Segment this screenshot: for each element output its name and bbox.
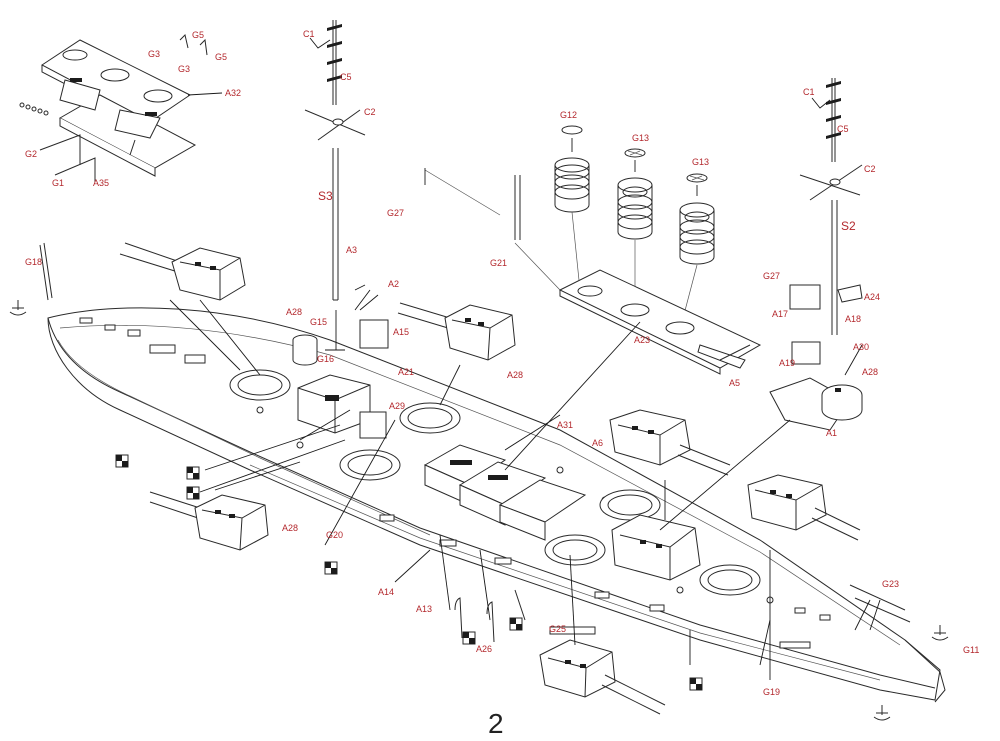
label-a23: A23 — [634, 335, 650, 345]
flag-symbols — [115, 454, 703, 691]
label-g13: G13 — [632, 133, 649, 143]
label-a32: A32 — [225, 88, 241, 98]
label-g12: G12 — [560, 110, 577, 120]
label-a28: A28 — [282, 523, 298, 533]
label-c1: C1 — [303, 29, 315, 39]
label-a2: A2 — [388, 279, 399, 289]
label-a5: A5 — [729, 378, 740, 388]
label-g13: G13 — [692, 157, 709, 167]
label-a18: A18 — [845, 314, 861, 324]
boats-davits — [454, 584, 911, 643]
funnel-deck-a23 — [424, 168, 762, 471]
exploded-bridge-deck — [19, 34, 223, 182]
label-a29: A29 — [389, 401, 405, 411]
label-a28: A28 — [286, 307, 302, 317]
label-g11: G11 — [963, 645, 979, 655]
label-a17: A17 — [772, 309, 788, 319]
label-g20: G20 — [326, 530, 343, 540]
anchors — [9, 242, 949, 721]
label-s3: S3 — [318, 189, 333, 203]
label-a24: A24 — [864, 292, 880, 302]
label-g5: G5 — [192, 30, 204, 40]
label-a28: A28 — [507, 370, 523, 380]
turret-stbd-1 — [609, 409, 731, 476]
turret-fwd-2 — [397, 302, 516, 361]
label-a26: A26 — [476, 644, 492, 654]
label-c1: C1 — [803, 87, 815, 97]
forward-mast — [304, 20, 366, 351]
barbettes — [229, 369, 761, 596]
label-g21: G21 — [490, 258, 507, 268]
label-s2: S2 — [841, 219, 856, 233]
label-c2: C2 — [864, 164, 876, 174]
turret-fwd-1 — [119, 242, 246, 301]
label-g18: G18 — [25, 257, 42, 267]
label-a19: A19 — [779, 358, 795, 368]
label-g2: G2 — [25, 149, 37, 159]
leader-lines — [169, 284, 881, 680]
label-g15: G15 — [310, 317, 327, 327]
label-c5: C5 — [837, 124, 849, 134]
label-a6: A6 — [592, 438, 603, 448]
label-c2: C2 — [364, 107, 376, 117]
label-a35: A35 — [93, 178, 109, 188]
step-number: 2 — [488, 708, 504, 739]
turret-aft-bottom — [539, 639, 666, 715]
label-a3: A3 — [346, 245, 357, 255]
label-c5: C5 — [340, 72, 352, 82]
label-a15: A15 — [393, 327, 409, 337]
forward-superstructure — [292, 319, 389, 439]
part-labels: G5 G3 G5 G3 A32 G2 G1 A35 C1 C5 C2 S3 G2… — [25, 29, 979, 697]
funnel-g13-b — [679, 173, 715, 323]
label-a31: A31 — [557, 420, 573, 430]
label-a14: A14 — [378, 587, 394, 597]
label-a30: A30 — [853, 342, 869, 352]
label-g3: G3 — [148, 49, 160, 59]
aft-structure — [659, 284, 863, 531]
label-g5: G5 — [215, 52, 227, 62]
label-a21: A21 — [398, 367, 414, 377]
label-a1: A1 — [826, 428, 837, 438]
label-a13: A13 — [416, 604, 432, 614]
turret-port-1 — [149, 491, 269, 551]
label-g1: G1 — [52, 178, 64, 188]
label-g27: G27 — [387, 208, 404, 218]
label-a28: A28 — [862, 367, 878, 377]
funnel-g12 — [554, 125, 590, 291]
label-g25: G25 — [549, 624, 566, 634]
turret-aft-centre — [611, 514, 701, 581]
turret-stbd-2 — [747, 474, 861, 541]
deck-houses — [423, 444, 587, 541]
label-g3: G3 — [178, 64, 190, 74]
aft-mast — [799, 78, 863, 335]
label-g19: G19 — [763, 687, 780, 697]
funnel-g13-a — [617, 148, 653, 305]
label-g27: G27 — [763, 271, 780, 281]
label-g23: G23 — [882, 579, 899, 589]
label-g16: G16 — [317, 354, 334, 364]
